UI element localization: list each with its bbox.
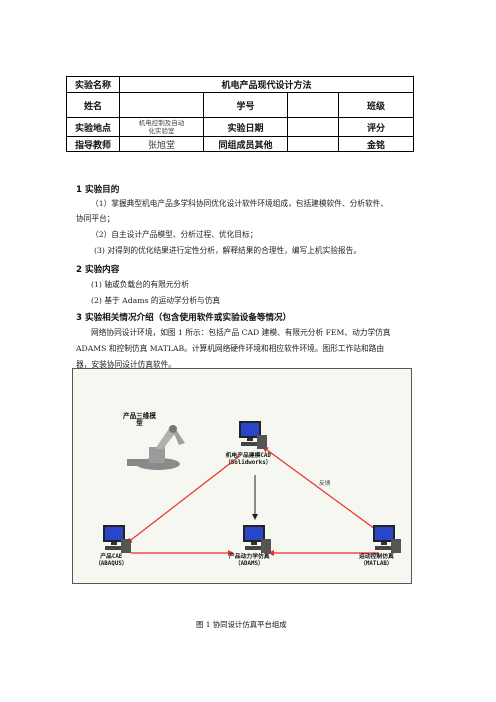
node-cad-label: 机电产品建模CAD （Solidworks） [225,453,272,467]
computer-icon-cad [239,421,267,449]
section-2-item-2: (2) 基于 Adams 的运动学分析与仿真 [91,296,221,305]
feedback-label: 反馈 [319,481,331,487]
section-3-heading: 3 实验相关情况介绍（包含使用软件或实验设备等情况） [76,313,292,323]
label-group-members: 同组成员其他 [203,136,288,152]
section-1-line-4: (3) 对得到的优化结果进行定性分析，解释结果的合理性，编写上机实验报告。 [94,246,362,255]
section-3-line-2: ADAMS 和控制仿真 MATLAB。计算机网络硬件环境和相应软件环境。图形工作… [76,344,385,353]
name-value [119,92,204,118]
section-3-line-1: 网络协同设计环境，如图 1 所示：包括产品 CAD 建模、有限元分析 FEM、动… [91,328,391,337]
date-value [287,117,339,137]
node-matlab-label: 运动控制仿真 （MATLAB） [359,554,394,568]
section-1-line-3: （2）自主设计产品模型、分析过程、优化目标； [91,230,258,239]
label-name: 姓名 [66,92,120,118]
label-student-id: 学号 [203,92,288,118]
section-1-line-1: （1）掌握典型机电产品多学科协同优化设计软件环境组成，包括建模软件、分析软件、 [91,199,389,208]
node-cae-label: 产品CAE （ABAQUS） [95,554,128,568]
section-1-heading: 1 实验目的 [76,185,120,195]
label-experiment-name: 实验名称 [66,76,120,93]
node-matlab-label-line-1: 运动控制仿真 [359,554,394,560]
robot-arm-icon [127,425,185,470]
label-teacher: 指导教师 [66,136,120,152]
node-adams-label-line-2: （ADAMS） [234,561,264,567]
label-location: 实验地点 [66,117,120,137]
section-2-heading: 2 实验内容 [76,265,120,275]
collaboration-platform-diagram: 产品三维模 型 机电产品建模CAD （Solidworks） 反馈 产品CAE … [72,368,412,584]
group-members-spacer [287,136,339,152]
location-value: 机电控制及自动 化实验室 [119,117,204,137]
experiment-info-table: 实验名称 机电产品现代设计方法 姓名 学号 班级 实验地点 机电控制及自动 化实… [66,76,415,152]
model-label-line-2: 型 [136,419,143,427]
location-line-1: 机电控制及自动 [138,119,185,127]
computer-icon-matlab [373,525,401,553]
group-member-value: 金铭 [337,136,415,152]
model-label-line-1: 产品三维模 [123,412,156,420]
location-line-2: 化实验室 [148,127,175,135]
label-class: 班级 [337,92,415,118]
node-cae-label-line-2: （ABAQUS） [95,561,128,567]
section-1-line-2: 协同平台； [76,214,115,223]
node-cae-label-line-1: 产品CAE [100,554,123,560]
edge-cad-to-cae [126,454,242,544]
teacher-value: 张旭堂 [119,136,204,152]
node-matlab-label-line-2: （MATLAB） [360,561,393,567]
model-label: 产品三维模 型 [123,413,156,427]
node-cad-label-line-2: （Solidworks） [225,460,272,466]
node-cad-label-line-1: 机电产品建模CAD [225,453,271,459]
node-adams-label: 产品动力学仿真 （ADAMS） [229,554,270,568]
node-adams-label-line-1: 产品动力学仿真 [229,554,270,560]
label-date: 实验日期 [203,117,288,137]
experiment-name-value: 机电产品现代设计方法 [118,76,415,93]
section-3-line-3: 器，安装协同设计仿真软件。 [76,360,176,369]
student-id-value [287,92,339,118]
figure-caption: 图 1 协同设计仿真平台组成 [196,620,287,629]
computer-icon-cae [103,525,131,553]
diagram-canvas [103,421,401,556]
computer-icon-adams [243,525,271,553]
edge-feedback [262,446,376,530]
label-score: 评分 [337,117,415,137]
section-2-item-1: (1) 轴或负载台的有限元分析 [91,280,189,289]
